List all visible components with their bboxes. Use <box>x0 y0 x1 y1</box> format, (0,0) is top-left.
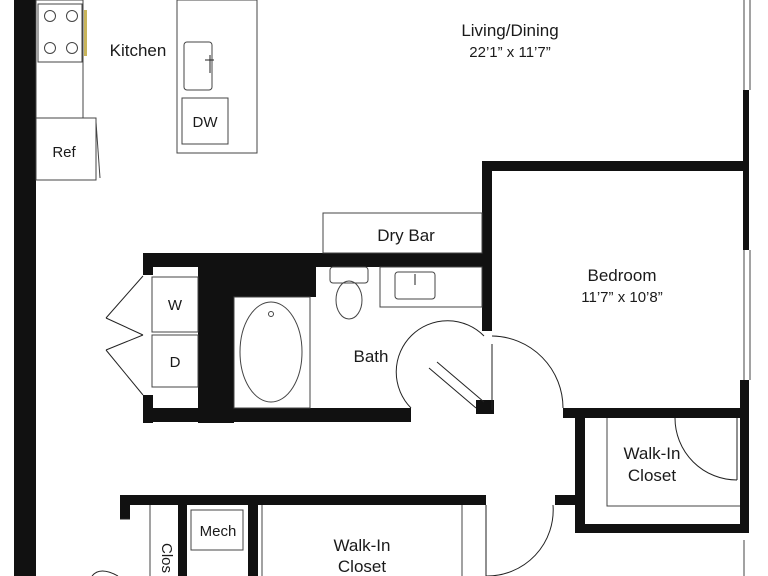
range-top <box>37 3 83 63</box>
lower-rooms: Mech Walk-In Closet Clos <box>91 505 463 576</box>
wall-laundry-bath-mass <box>198 253 234 423</box>
kitchen-island <box>176 0 258 154</box>
closet-shelf <box>606 418 740 507</box>
bath-label: Bath <box>354 347 389 366</box>
burner-icon <box>44 42 56 54</box>
kitchen-area: DW Ref Kitchen <box>35 0 258 181</box>
dry-bar-counter <box>322 212 483 254</box>
wall-bath-door-post <box>476 400 494 414</box>
lower-closet-label-2: Closet <box>338 557 386 576</box>
wall-closet-bottom <box>575 524 745 533</box>
bath-area: Bath <box>233 266 485 409</box>
bedroom-door-swing <box>491 335 564 409</box>
laundry-door-bottom <box>105 334 144 351</box>
living-dining-label: Living/Dining <box>461 21 558 40</box>
tub <box>233 296 311 409</box>
washer <box>151 276 199 333</box>
dry-bar-label: Dry Bar <box>377 226 435 245</box>
refrigerator <box>35 117 97 181</box>
bedroom-closet-label-1: Walk-In <box>624 444 681 463</box>
wall-bath-bottom <box>143 408 411 422</box>
dishwasher <box>181 97 229 145</box>
closet-door-swing <box>674 417 738 481</box>
dryer <box>151 334 199 388</box>
tub-basin <box>239 301 303 403</box>
lower-closet-label-1: Walk-In <box>334 536 391 555</box>
mech-unit <box>190 509 244 551</box>
wall-corridor-stub <box>555 495 575 505</box>
counter-range <box>35 0 84 119</box>
living-dining-dims: 22’1” x 11’7” <box>469 44 550 61</box>
laundry-door-top <box>105 275 144 319</box>
refrigerator-door-line <box>95 121 101 179</box>
wall-closet-top <box>563 408 745 418</box>
vanity-counter <box>379 266 483 308</box>
linen-closet-door-swing <box>91 570 119 576</box>
range-handle <box>84 10 87 56</box>
wall-bedroom-west <box>482 161 492 331</box>
wall-lower-top <box>120 495 486 505</box>
burner-icon <box>66 10 78 22</box>
burner-icon <box>66 42 78 54</box>
wall-mech-west <box>178 495 187 576</box>
wall-east-closet <box>740 380 749 533</box>
east-windows <box>743 0 751 576</box>
bath-door-leaf <box>436 361 485 403</box>
bath-door-leaf <box>428 367 477 409</box>
kitchen-label: Kitchen <box>110 41 167 60</box>
wall-bedroom-top <box>482 161 745 171</box>
tub-drain-icon <box>268 311 274 317</box>
toilet-tank <box>329 266 369 284</box>
dishwasher-label: DW <box>193 114 219 131</box>
wall-west <box>14 0 36 576</box>
wall-mech-east <box>248 495 258 576</box>
wall-bath-top <box>143 253 492 267</box>
wall-chase <box>234 253 316 297</box>
mech-label: Mech <box>200 523 237 540</box>
wall-closet-west <box>575 408 585 532</box>
bedroom-dims: 11’7” x 10’8” <box>581 289 662 306</box>
bedroom-closet-label-2: Closet <box>628 466 676 485</box>
bedroom-closet: Walk-In Closet <box>606 417 740 507</box>
bedroom-label: Bedroom <box>588 266 657 285</box>
refrigerator-label: Ref <box>52 144 76 161</box>
wall-laundry-west-top <box>143 253 153 275</box>
bath-door-swing <box>395 320 485 409</box>
dryer-label: D <box>170 354 181 371</box>
walls <box>14 0 749 576</box>
toilet-bowl-icon <box>335 280 363 320</box>
corridor-door-swing <box>486 504 554 576</box>
vanity-sink-icon <box>394 271 436 300</box>
sink-icon <box>183 41 213 91</box>
laundry-door-bottom <box>105 349 144 396</box>
burner-icon <box>44 10 56 22</box>
laundry-door-top <box>105 317 144 336</box>
wall-lower-west <box>120 495 130 519</box>
closet-partial-label: Clos <box>158 543 175 573</box>
washer-label: W <box>168 297 183 314</box>
wall-east-upper <box>743 90 749 250</box>
laundry-area: W D <box>105 275 199 396</box>
